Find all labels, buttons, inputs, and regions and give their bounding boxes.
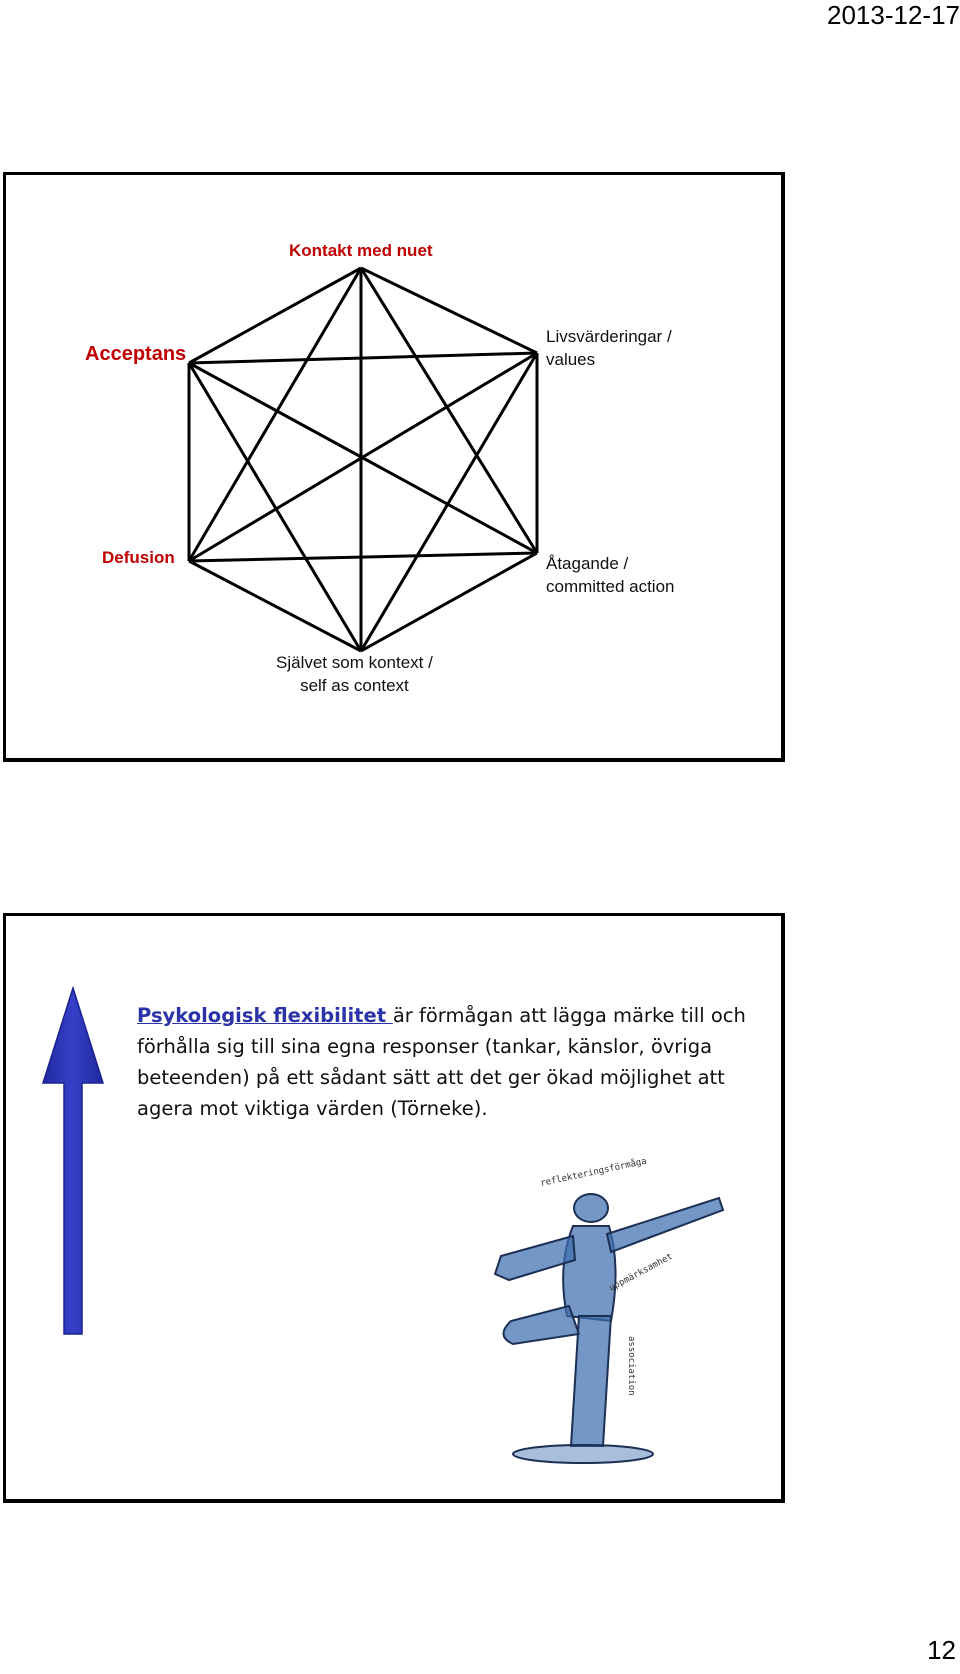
figure-text-right: uppmärksamhet xyxy=(608,1252,675,1294)
hex-edge xyxy=(189,268,361,363)
figure-arm-right xyxy=(607,1198,723,1252)
hexaflex-slide: Kontakt med nuet Acceptans Livsvärdering… xyxy=(3,172,785,762)
hex-chord xyxy=(189,268,361,561)
label-defusion: Defusion xyxy=(102,546,175,569)
flexibility-definition: Psykologisk flexibilitet är förmågan att… xyxy=(137,1000,777,1124)
label-atagande: Åtagande / committed action xyxy=(546,552,675,598)
label-sjalvet-som-kontext: Självet som kontext / self as context xyxy=(276,651,433,697)
hex-chord xyxy=(189,553,537,561)
figure-ground xyxy=(513,1445,653,1463)
flexibility-slide: Psykologisk flexibilitet är förmågan att… xyxy=(3,913,785,1503)
figure-leg-raised xyxy=(503,1306,579,1344)
figure-text-vertical: association xyxy=(626,1336,636,1396)
label-livsvarderingar: Livsvärderingar / values xyxy=(546,325,672,371)
watercolor-figure-illustration: reflekteringsförmåga uppmärksamhet assoc… xyxy=(461,1156,761,1476)
page-date: 2013-12-17 xyxy=(827,0,960,31)
figure-text-top: reflekteringsförmåga xyxy=(539,1156,647,1189)
page-number: 12 xyxy=(927,1635,956,1666)
hex-chord xyxy=(361,353,537,651)
hex-chord xyxy=(189,363,361,651)
term-psykologisk-flexibilitet: Psykologisk flexibilitet xyxy=(137,1004,393,1027)
figure-leg-standing xyxy=(571,1316,611,1446)
hex-edge xyxy=(361,553,537,651)
hex-chord xyxy=(189,353,537,363)
hex-diagonal xyxy=(189,353,537,561)
label-kontakt-med-nuet: Kontakt med nuet xyxy=(289,239,433,262)
up-arrow-icon xyxy=(42,986,104,1336)
label-acceptans: Acceptans xyxy=(85,343,186,366)
figure-head xyxy=(574,1194,608,1222)
